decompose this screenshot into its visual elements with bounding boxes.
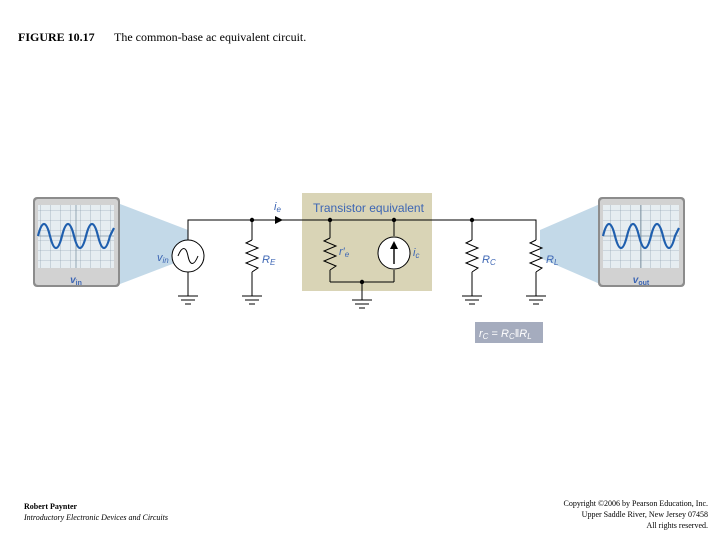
box-title: Transistor equivalent	[313, 201, 425, 215]
input-sine-wave	[36, 222, 115, 250]
input-scope-beam	[120, 204, 188, 284]
input-oscilloscope: vin	[33, 197, 120, 287]
ground-icon	[462, 295, 482, 305]
ground-icon	[526, 295, 546, 305]
eq-lhs: r	[479, 328, 484, 340]
eq-r2-sub: L	[527, 332, 531, 341]
copyright-line-3: All rights reserved.	[646, 521, 708, 530]
re-prime-label: r′	[339, 246, 346, 258]
svg-text:RE: RE	[262, 254, 276, 267]
output-sine-wave	[601, 222, 680, 250]
ie-label: i	[274, 201, 277, 213]
re-sub: E	[270, 258, 276, 267]
svg-text:RL: RL	[546, 254, 558, 267]
scope-in-sub: in	[76, 280, 82, 287]
eq-sign: =	[488, 328, 501, 340]
svg-text:ic: ic	[413, 247, 419, 260]
rc-label: R	[482, 254, 490, 266]
current-arrow-icon	[275, 216, 283, 224]
eq-lhs-sub: C	[483, 332, 489, 341]
junction-dot	[469, 217, 475, 223]
svg-text:ie: ie	[274, 201, 281, 214]
re-prime-sub: e	[345, 250, 350, 259]
svg-text:vout: vout	[633, 275, 650, 287]
svg-text:rC = RC‖RL: rC = RC‖RL	[479, 328, 532, 341]
svg-text:vin: vin	[70, 275, 82, 287]
re-label: R	[262, 254, 270, 266]
output-oscilloscope: vout	[598, 197, 685, 287]
junction-dot	[391, 217, 397, 223]
scope-in-label: v	[70, 275, 77, 286]
junction-dot	[249, 217, 255, 223]
svg-text:vin: vin	[157, 252, 169, 265]
footer-left: Robert Paynter Introductory Electronic D…	[24, 501, 168, 523]
output-scope-beam	[540, 204, 600, 284]
equation-box	[475, 322, 543, 343]
transistor-equivalent-box	[302, 193, 432, 291]
junction-dot	[327, 217, 333, 223]
ground-icon	[242, 295, 262, 305]
copyright-line-1: Copyright ©2006 by Pearson Education, In…	[563, 499, 709, 508]
vin-sub: in	[163, 256, 170, 265]
rl-label: R	[546, 254, 554, 266]
figure-number: FIGURE 10.17	[18, 30, 95, 44]
ic-label: i	[413, 247, 416, 259]
re-resistor-icon	[244, 239, 260, 273]
rl-sub: L	[554, 258, 558, 267]
top-wire	[187, 219, 537, 240]
ac-source-wave-icon	[177, 248, 199, 264]
eq-r2: R	[519, 328, 527, 340]
rc-sub: C	[490, 258, 496, 267]
eq-r1: R	[501, 328, 509, 340]
scope-out-label: v	[633, 275, 640, 286]
footer-author: Robert Paynter	[24, 502, 78, 511]
copyright-line-2: Upper Saddle River, New Jersey 07458	[581, 510, 708, 519]
footer-copyright: Copyright ©2006 by Pearson Education, In…	[564, 498, 709, 531]
figure-caption: The common-base ac equivalent circuit.	[114, 30, 307, 44]
ground-icon	[178, 295, 198, 305]
footer-book: Introductory Electronic Devices and Circ…	[24, 513, 168, 522]
re-prime-resistor-icon	[322, 237, 338, 271]
ic-sub: c	[415, 251, 419, 260]
scope-out-sub: out	[638, 280, 650, 287]
junction-dot	[359, 279, 365, 285]
current-source-arrow-icon	[390, 241, 398, 249]
rc-resistor-icon	[464, 239, 480, 273]
svg-text:RC: RC	[482, 254, 496, 267]
svg-text:r′e: r′e	[339, 246, 350, 259]
rl-resistor-icon	[528, 239, 544, 273]
vin-label: v	[157, 252, 164, 264]
eq-r1-sub: C	[509, 332, 515, 341]
ground-icon	[352, 299, 372, 309]
eq-parallel: ‖	[515, 328, 520, 340]
ie-sub: e	[276, 205, 281, 214]
